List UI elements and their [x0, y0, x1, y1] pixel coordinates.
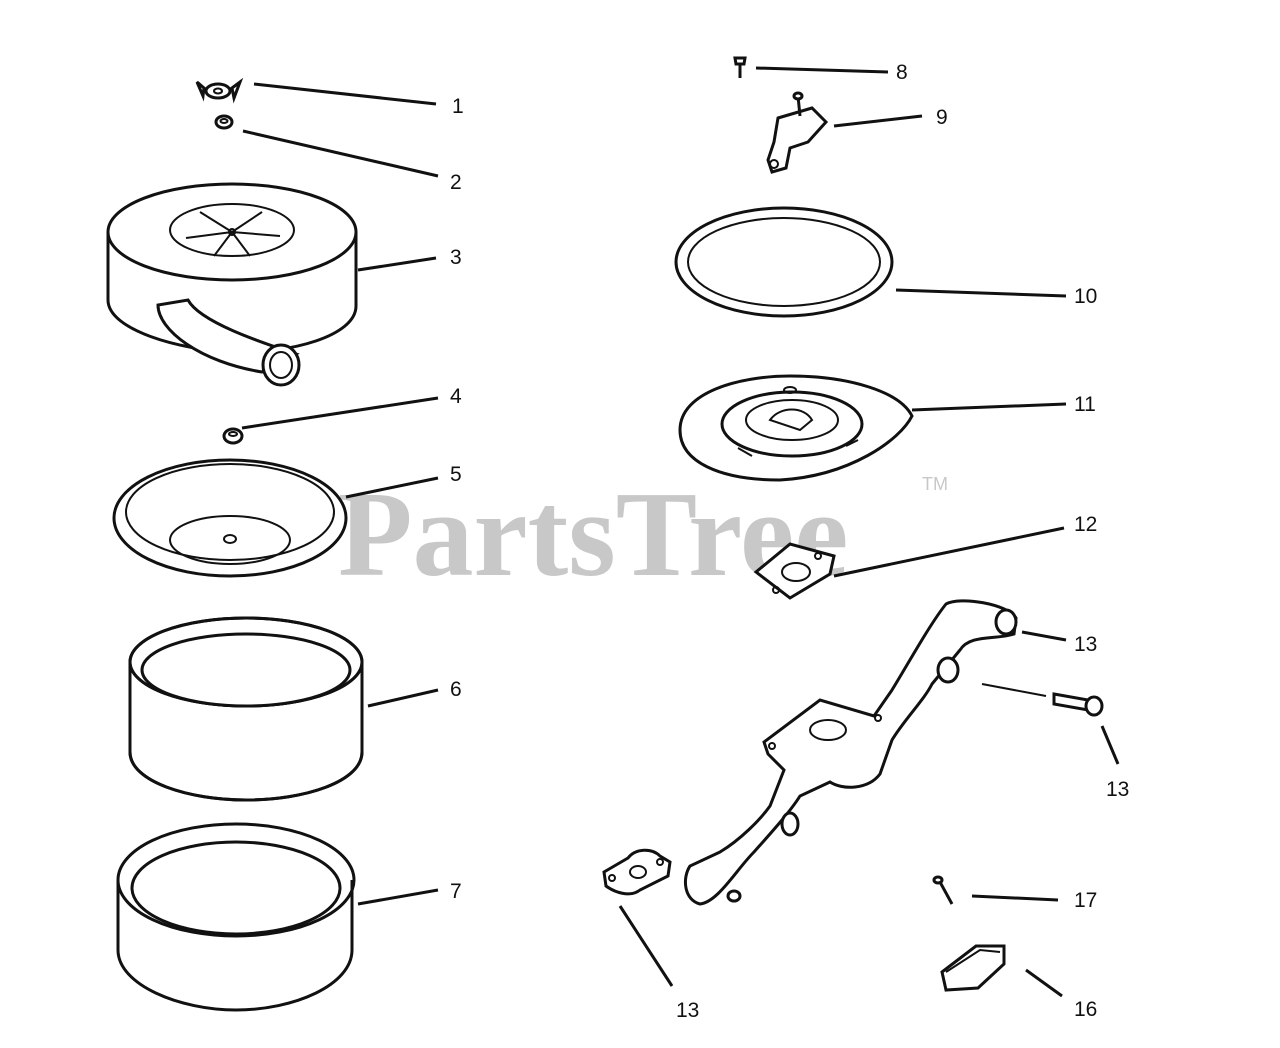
- callout-16: 16: [1074, 998, 1097, 1021]
- part-4-nut: [222, 427, 244, 445]
- part-1-wing-nut: [195, 77, 244, 104]
- callout-4: 4: [450, 385, 462, 408]
- callout-13-c: 13: [676, 999, 699, 1022]
- watermark-text: PartsTree: [338, 467, 848, 602]
- part-16-breather: [940, 944, 1006, 992]
- callout-12: 12: [1074, 513, 1097, 536]
- callout-17: 17: [1074, 889, 1097, 912]
- part-6-foam-pre-cleaner: [128, 616, 364, 802]
- part-12-gasket: [753, 542, 836, 600]
- part-13-bolt: [1052, 692, 1104, 717]
- part-5-base-plate: [112, 458, 348, 578]
- callout-3: 3: [450, 246, 462, 269]
- watermark-trademark: TM: [922, 474, 948, 494]
- callout-11: 11: [1074, 393, 1096, 416]
- callout-10: 10: [1074, 285, 1097, 308]
- part-11-base: [678, 374, 914, 482]
- part-13-small-gasket: [602, 848, 672, 896]
- part-17-screw: [932, 875, 954, 905]
- callout-9: 9: [936, 106, 948, 129]
- part-9-bracket: [766, 91, 829, 174]
- callout-5: 5: [450, 463, 462, 486]
- part-3-air-cleaner-cover: [106, 182, 358, 387]
- part-8-screw: [733, 56, 747, 78]
- callout-6: 6: [450, 678, 462, 701]
- callout-13-a: 13: [1074, 633, 1097, 656]
- part-7-paper-element: [116, 822, 356, 1012]
- part-13-intake-tube: [683, 599, 1018, 906]
- part-10-gasket-ring: [674, 206, 894, 318]
- callout-1: 1: [452, 95, 464, 118]
- callout-2: 2: [450, 171, 462, 194]
- callout-7: 7: [450, 880, 462, 903]
- callout-8: 8: [896, 61, 908, 84]
- callout-13-b: 13: [1106, 778, 1129, 801]
- part-2-grommet: [214, 114, 234, 130]
